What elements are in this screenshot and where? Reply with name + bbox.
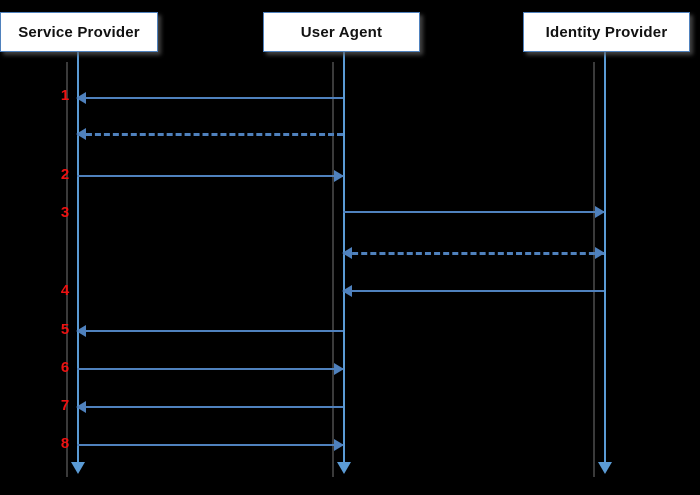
step-number-8: 8	[60, 435, 70, 452]
arrowhead-right-2	[334, 170, 344, 182]
actor-box-idp[interactable]: Identity Provider	[523, 12, 690, 52]
actor-label-sp: Service Provider	[18, 23, 140, 41]
message-line-8	[77, 444, 343, 446]
actor-label-ua: User Agent	[300, 23, 383, 41]
step-number-5: 5	[60, 321, 70, 338]
message-line-2	[77, 175, 343, 177]
message-line-6	[77, 368, 343, 370]
message-line-5	[77, 330, 343, 332]
message-line-1	[77, 97, 343, 99]
step-number-6: 6	[60, 359, 70, 376]
actor-box-sp[interactable]: Service Provider	[0, 12, 158, 52]
step-number-2: 2	[60, 166, 70, 183]
message-line-x1	[77, 133, 343, 136]
arrowhead-left-5	[76, 325, 86, 337]
arrowhead-left-x4	[342, 247, 352, 259]
lifeline-shadow-ua	[332, 62, 334, 477]
arrowhead-right-x4	[595, 247, 605, 259]
lifeline-idp	[604, 52, 606, 462]
actor-box-ua[interactable]: User Agent	[263, 12, 420, 52]
arrowhead-left-7	[76, 401, 86, 413]
arrowhead-left-4	[342, 285, 352, 297]
message-line-4	[343, 290, 604, 292]
step-number-1: 1	[60, 87, 70, 104]
actor-label-idp: Identity Provider	[545, 23, 668, 41]
step-number-4: 4	[60, 282, 70, 299]
message-line-3	[343, 211, 604, 213]
step-number-3: 3	[60, 204, 70, 221]
message-line-x4	[343, 252, 604, 255]
arrowhead-right-3	[595, 206, 605, 218]
lifeline-shadow-idp	[593, 62, 595, 477]
lifeline-end-arrow-sp	[71, 462, 85, 474]
arrowhead-right-6	[334, 363, 344, 375]
lifeline-shadow-sp	[66, 62, 68, 477]
lifeline-end-arrow-idp	[598, 462, 612, 474]
arrowhead-left-x1	[76, 128, 86, 140]
lifeline-sp	[77, 52, 79, 462]
step-number-7: 7	[60, 397, 70, 414]
arrowhead-left-1	[76, 92, 86, 104]
arrowhead-right-8	[334, 439, 344, 451]
message-line-7	[77, 406, 343, 408]
lifeline-end-arrow-ua	[337, 462, 351, 474]
